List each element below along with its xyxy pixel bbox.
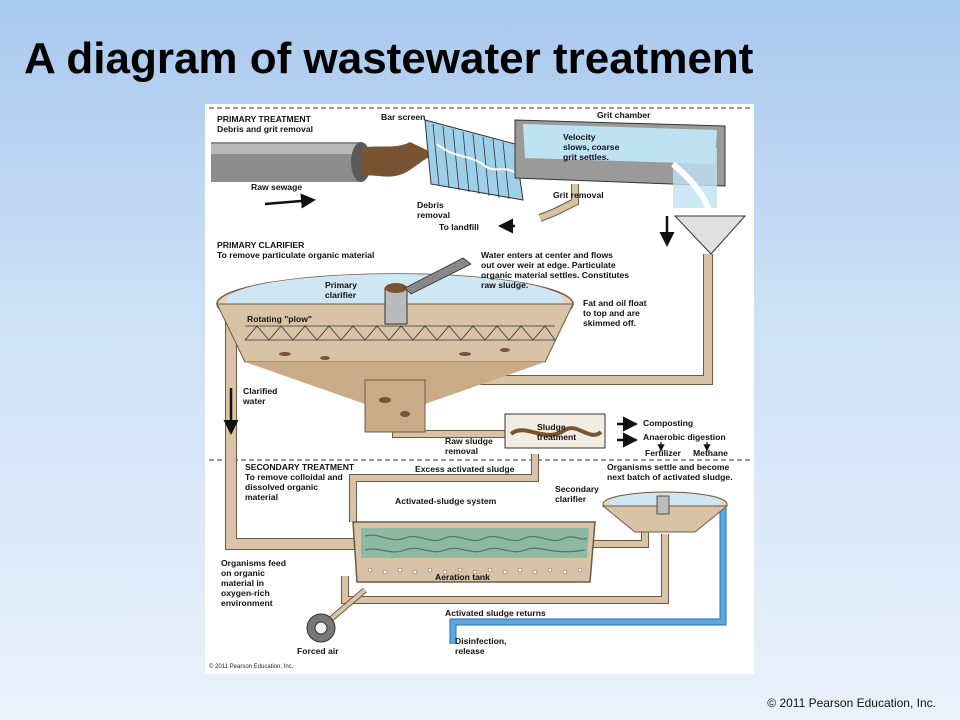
- bar-screen: [424, 119, 524, 201]
- label-activated-sludge-returns: Activated sludge returns: [445, 608, 546, 618]
- label-fat-oil-3: skimmed off.: [583, 318, 636, 328]
- label-excess-activated-sludge: Excess activated sludge: [415, 464, 515, 474]
- label-primary-treatment-2: Debris and grit removal: [217, 124, 313, 134]
- label-organisms-feed-4: oxygen-rich: [221, 588, 270, 598]
- label-primary-clarifier-1: PRIMARY CLARIFIER: [217, 240, 305, 250]
- label-disinfection-1: Disinfection,: [455, 636, 507, 646]
- label-forced-air: Forced air: [297, 646, 339, 656]
- label-secondary-treatment-1: SECONDARY TREATMENT: [245, 462, 355, 472]
- label-grit-removal: Grit removal: [553, 190, 604, 200]
- label-bar-screen: Bar screen: [381, 112, 425, 122]
- wastewater-diagram: PRIMARY TREATMENT Debris and grit remova…: [205, 104, 754, 674]
- label-secondary-clarifier-1: Secondary: [555, 484, 599, 494]
- label-water-enters-3: organic material settles. Constitutes: [481, 270, 629, 280]
- label-velocity-1: Velocity: [563, 132, 596, 142]
- label-activated-sludge-system: Activated-sludge system: [395, 496, 497, 506]
- label-disinfection-2: release: [455, 646, 485, 656]
- label-secondary-clarifier-2: clarifier: [555, 494, 587, 504]
- label-sludge-treatment-2: treatment: [537, 432, 576, 442]
- grit-chamber: [514, 119, 747, 255]
- label-methane: Methane: [693, 448, 728, 458]
- label-primary-clarifier-2: To remove particulate organic material: [217, 250, 374, 260]
- label-grit-chamber: Grit chamber: [597, 110, 651, 120]
- label-water-enters-2: out over weir at edge. Particulate: [481, 260, 616, 270]
- label-organisms-feed-3: material in: [221, 578, 264, 588]
- label-primary-clarifier-tank-2: clarifier: [325, 290, 357, 300]
- label-raw-sewage: Raw sewage: [251, 182, 302, 192]
- label-fertilizer: Fertilizer: [645, 448, 681, 458]
- label-velocity-2: slows, coarse: [563, 142, 620, 152]
- label-fat-oil-1: Fat and oil float: [583, 298, 647, 308]
- label-secondary-treatment-3: dissolved organic: [245, 482, 318, 492]
- label-organisms-feed-1: Organisms feed: [221, 558, 286, 568]
- label-water-enters-4: raw sludge.: [481, 280, 528, 290]
- flow-arrows: [223, 193, 711, 452]
- label-primary-clarifier-tank-1: Primary: [325, 280, 357, 290]
- label-raw-sludge-removal-2: removal: [445, 446, 478, 456]
- label-organisms-settle-1: Organisms settle and become: [607, 462, 729, 472]
- label-sludge-treatment-1: Sludge: [537, 422, 566, 432]
- label-organisms-feed-5: environment: [221, 598, 273, 608]
- sludge-treatment-box: [504, 413, 606, 449]
- label-clarified-water-2: water: [242, 396, 266, 406]
- arrow-raw-sewage: [264, 193, 316, 209]
- label-secondary-treatment-2: To remove colloidal and: [245, 472, 343, 482]
- aeration-tank: [352, 521, 596, 583]
- label-primary-treatment-1: PRIMARY TREATMENT: [217, 114, 312, 124]
- label-organisms-settle-2: next batch of activated sludge.: [607, 472, 733, 482]
- forced-air-blower: [306, 613, 336, 643]
- label-anaerobic-digestion: Anaerobic digestion: [643, 432, 726, 442]
- primary-clarifier: [216, 257, 574, 433]
- inner-copyright: © 2011 Pearson Education, Inc.: [209, 663, 294, 670]
- label-aeration-tank: Aeration tank: [435, 572, 490, 582]
- label-debris-removal-1: Debris: [417, 200, 444, 210]
- label-composting: Composting: [643, 418, 693, 428]
- label-water-enters-1: Water enters at center and flows: [481, 250, 613, 260]
- label-to-landfill: To landfill: [439, 222, 479, 232]
- label-velocity-3: grit settles.: [563, 152, 609, 162]
- label-clarified-water-1: Clarified: [243, 386, 277, 396]
- slide-copyright: © 2011 Pearson Education, Inc.: [767, 696, 936, 710]
- slide-title: A diagram of wastewater treatment: [24, 34, 754, 83]
- label-raw-sludge-removal-1: Raw sludge: [445, 436, 493, 446]
- secondary-clarifier: [601, 491, 729, 533]
- label-fat-oil-2: to top and are: [583, 308, 640, 318]
- label-debris-removal-2: removal: [417, 210, 450, 220]
- label-secondary-treatment-4: material: [245, 492, 278, 502]
- raw-sewage-pipe: [211, 142, 435, 182]
- label-organisms-feed-2: on organic: [221, 568, 265, 578]
- label-rotating-plow: Rotating "plow": [247, 314, 312, 324]
